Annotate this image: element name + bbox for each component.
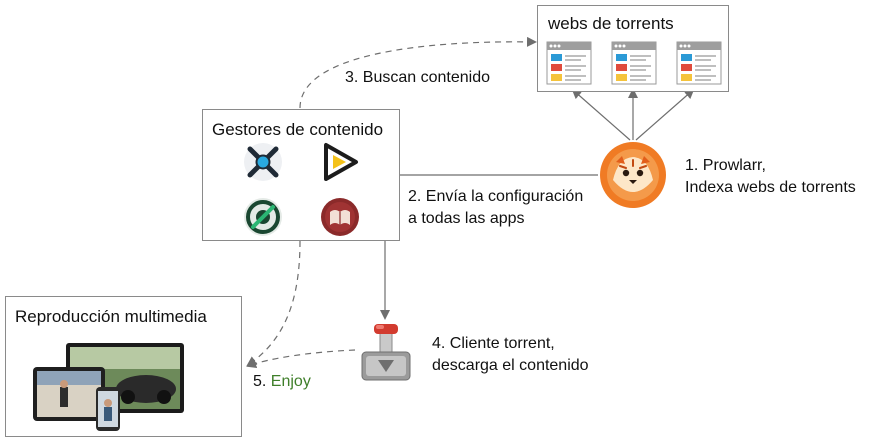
content-manager-logos [244,143,359,236]
step5-label: 5. Enjoy [253,371,311,393]
step2-label: 2. Envía la configuración a todas las ap… [408,186,583,230]
phone-device [96,387,120,431]
media-devices-icon [33,343,184,431]
torrent-sites-box: webs de torrents [537,5,729,92]
step2-line1: 2. Envía la configuración [408,188,584,205]
readarr-logo-icon [321,198,359,236]
media-playback-title: Reproducción multimedia [15,307,207,326]
browser-window-icon [676,41,722,85]
step3-label: 3. Buscan contenido [345,69,490,86]
lidarr-logo-icon [244,198,282,236]
play-logo-icon [324,143,358,181]
step1-label: 1. Prowlarr, Indexa webs de torrents [685,155,856,199]
browser-window-icon [611,41,657,85]
media-playback-box: Reproducción multimedia [5,296,242,437]
step1-line1: 1. Prowlarr, [685,157,766,174]
content-managers-title: Gestores de contenido [212,120,384,139]
content-managers-box: Gestores de contenido [202,109,400,241]
step1-line2: Indexa webs de torrents [685,179,856,196]
step5-enjoy: Enjoy [270,373,311,390]
prowlarr-tiger-logo [600,142,666,208]
tablet-device [33,367,105,421]
dashed-arrow-managers-playback [246,240,301,367]
sonarr-logo-icon [244,143,282,181]
browser-window-icon [546,41,592,85]
step4-line2: descarga el contenido [432,357,589,374]
step2-line2: a todas las apps [408,210,525,227]
step4-line1: 4. Cliente torrent, [432,335,555,352]
torrent-client-lever-icon [361,324,411,381]
arrow-prowlarr-site-right [635,88,695,141]
arrow-prowlarr-site-left [571,88,631,141]
step4-label: 4. Cliente torrent, descarga el contenid… [432,333,589,377]
torrent-sites-title: webs de torrents [548,14,674,33]
dashed-arrow-client-playback [246,349,356,368]
step5-number: 5. [253,373,267,390]
browser-window-icons [546,41,722,85]
